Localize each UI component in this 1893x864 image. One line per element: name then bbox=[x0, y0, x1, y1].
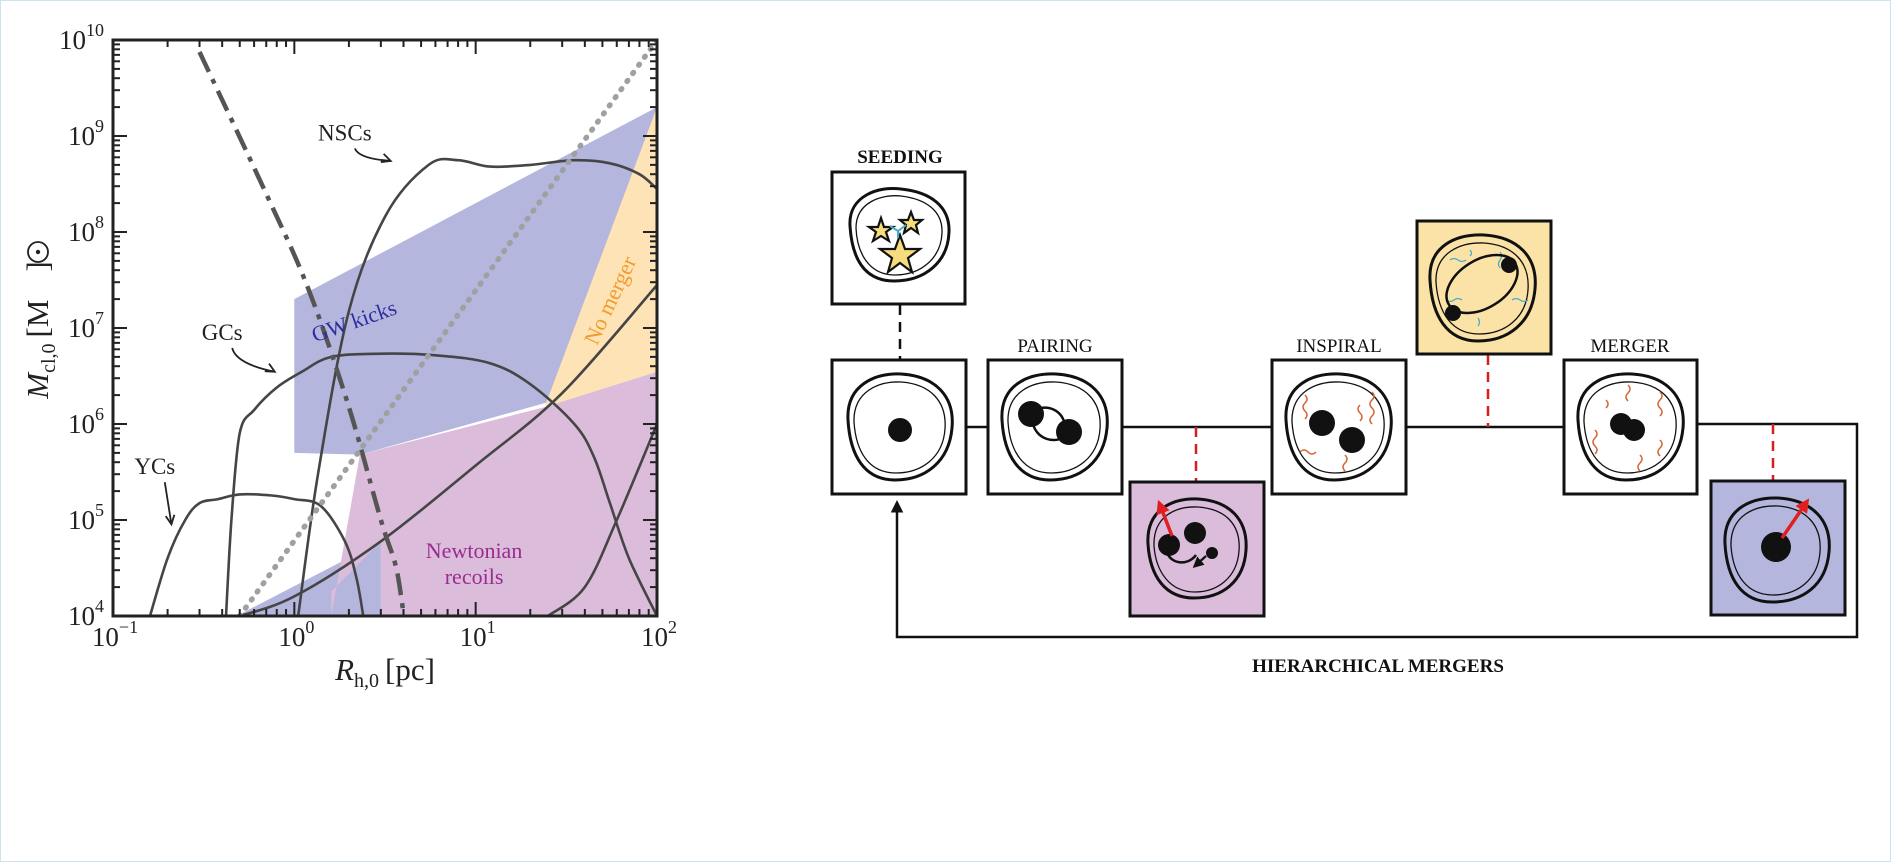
series-curve-3 bbox=[148, 492, 365, 616]
gw-kick-panel bbox=[1709, 479, 1847, 617]
x-tick-label-2: 101 bbox=[460, 617, 496, 652]
newtonian-recoil-panel bbox=[1128, 480, 1266, 618]
gravitational-wave-icon bbox=[1299, 391, 1375, 472]
stage-label-merger: MERGER bbox=[1590, 336, 1670, 357]
y-tick-label-4: 108 bbox=[68, 212, 104, 247]
region-3 bbox=[331, 371, 657, 616]
x-axis-label: Rh,0[pc] bbox=[334, 652, 435, 692]
x-tick-label-0: 10−1 bbox=[92, 617, 138, 652]
tick-layer bbox=[112, 40, 657, 617]
sun-symbol bbox=[27, 241, 49, 263]
merger-panel: MERGER bbox=[1562, 336, 1699, 496]
curve-layer bbox=[148, 40, 657, 616]
y-axis-label: Mcl,0[M] bbox=[20, 241, 60, 400]
series-curve-0 bbox=[296, 157, 657, 616]
series-curve-4 bbox=[238, 283, 657, 616]
y-tick-label-6: 1010 bbox=[59, 20, 104, 55]
y-tick-label-1: 105 bbox=[68, 500, 104, 535]
series-curve-6 bbox=[236, 40, 657, 616]
black-hole bbox=[888, 418, 912, 442]
region-2 bbox=[544, 107, 657, 408]
annotation-label-0: NSCs bbox=[318, 120, 372, 145]
x-tick-label-1: 100 bbox=[278, 617, 314, 652]
hierarchical-loop-line bbox=[890, 422, 1859, 639]
svg-text:Mcl,0[M]: Mcl,0[M] bbox=[20, 261, 60, 399]
series-curve-1 bbox=[224, 352, 657, 616]
series-curve-5 bbox=[197, 51, 406, 616]
annotation-arrow-2 bbox=[163, 482, 173, 525]
annotation-arrowhead-0 bbox=[380, 153, 393, 163]
region-1 bbox=[236, 541, 381, 616]
hierarchical-mergers-label: HIERARCHICAL MERGERS bbox=[1252, 656, 1504, 677]
single-bh-panel bbox=[830, 358, 968, 496]
kick-arrow-icon bbox=[1156, 499, 1174, 537]
series-curve-2 bbox=[546, 422, 657, 616]
annotation-arrow-0 bbox=[354, 147, 391, 162]
y-tick-label-3: 107 bbox=[68, 308, 104, 343]
y-tick-label-5: 109 bbox=[68, 116, 104, 151]
gw-emission-panel bbox=[1415, 219, 1553, 356]
annotation-arrowhead-1 bbox=[264, 363, 277, 373]
stage-label-pairing: PAIRING bbox=[1017, 336, 1093, 357]
annotation-label-1: GCs bbox=[202, 320, 243, 345]
annotation-arrow-1 bbox=[231, 347, 275, 373]
inspiral-panel: INSPIRAL bbox=[1270, 336, 1408, 496]
tick-label-layer: 10−1 100 101 102 104 105 106 107 108 109 1010 bbox=[59, 20, 677, 652]
pairing-panel: PAIRING bbox=[986, 336, 1124, 496]
y-tick-label-0: 104 bbox=[68, 596, 104, 631]
x-tick-label-3: 102 bbox=[641, 617, 677, 652]
y-tick-label-2: 106 bbox=[68, 404, 104, 439]
stage-label-seeding: SEEDING bbox=[857, 147, 943, 168]
seeding-panel: SEEDING bbox=[830, 147, 967, 306]
stage-label-inspiral: INSPIRAL bbox=[1296, 336, 1382, 357]
red-dashed-links bbox=[1194, 355, 1775, 482]
annotation-label-2: YCs bbox=[134, 454, 175, 479]
annotation-arrowhead-2 bbox=[164, 514, 176, 527]
region-layer bbox=[236, 107, 657, 616]
